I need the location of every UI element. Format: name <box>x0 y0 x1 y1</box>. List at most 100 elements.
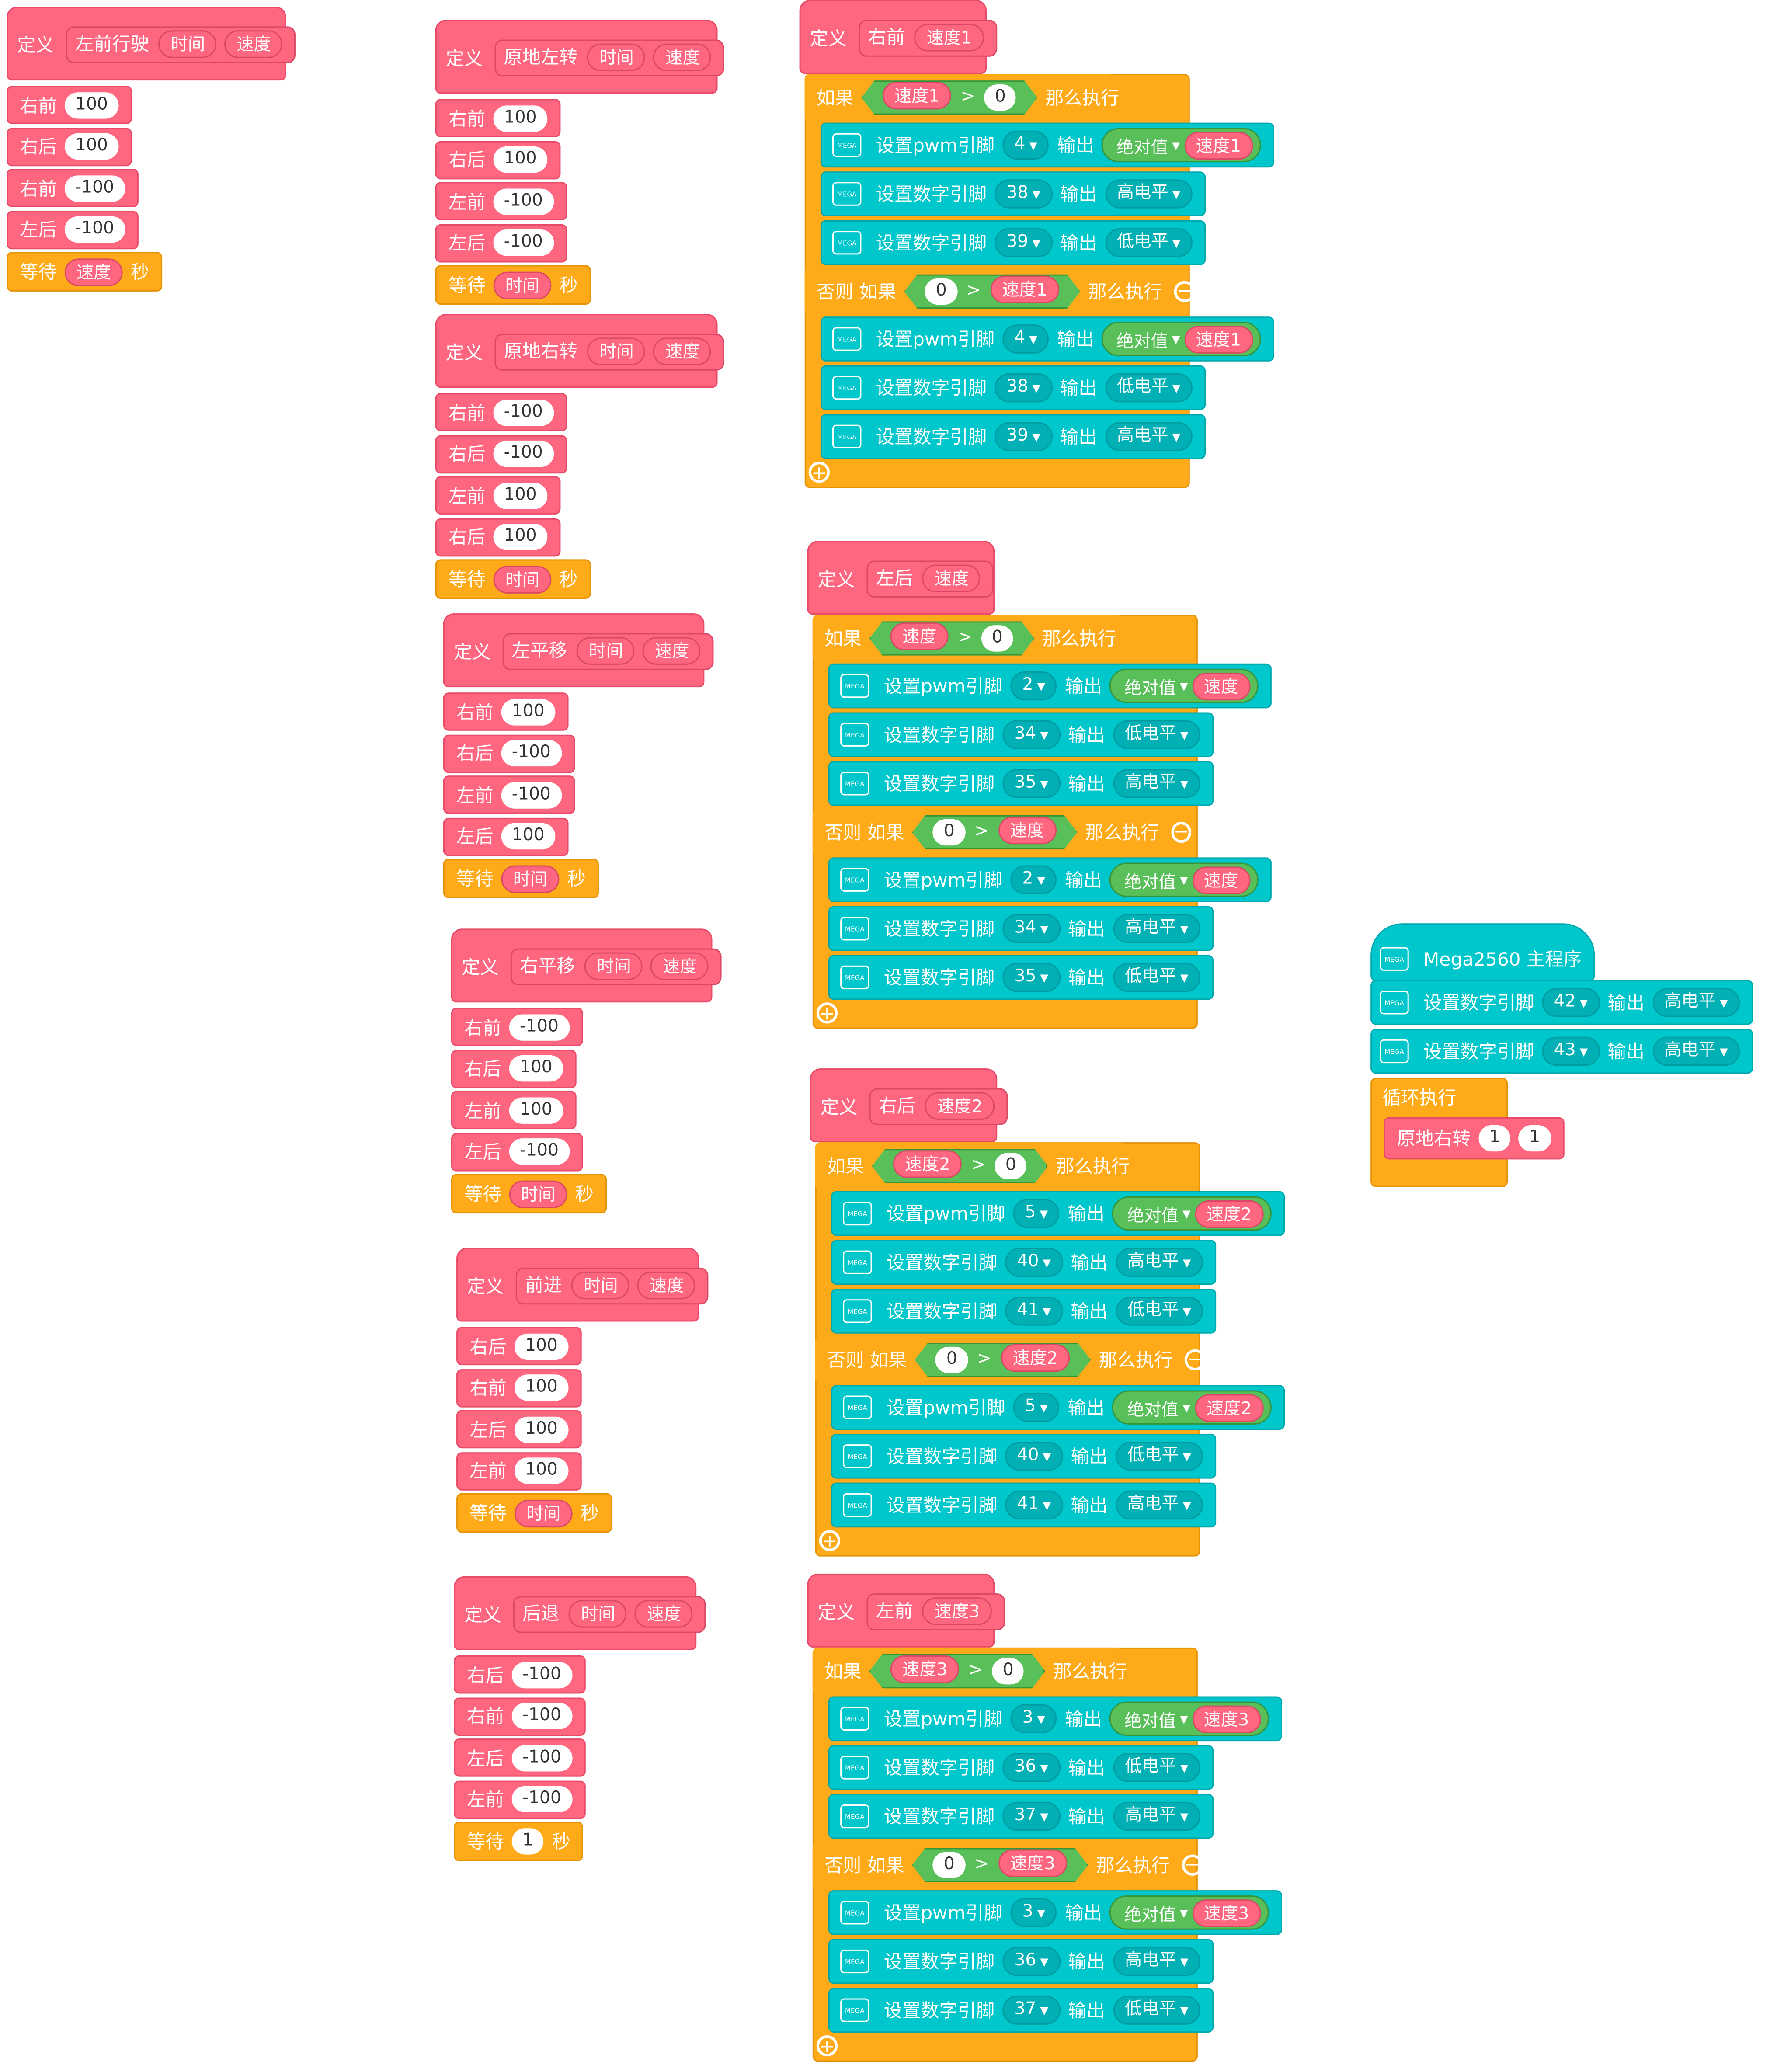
wait-param[interactable]: 时间 <box>501 864 560 893</box>
speed-value[interactable]: -100 <box>511 1661 572 1688</box>
level-dropdown[interactable]: 高电平▼ <box>1105 179 1193 209</box>
define-block-右前[interactable]: 定义右前 速度1 <box>799 0 997 74</box>
pin-dropdown[interactable]: 4▼ <box>1002 130 1050 160</box>
proc-name-左前[interactable]: 左前 速度3 <box>866 1593 1005 1630</box>
param-时间[interactable]: 时间 <box>585 952 643 980</box>
define-block-右后[interactable]: 定义右后 速度2 <box>810 1068 1008 1143</box>
param-速度1[interactable]: 速度1 <box>915 24 984 52</box>
zero-value[interactable]: 0 <box>933 819 965 845</box>
proc-name-右平移[interactable]: 右平移 时间速度 <box>510 948 723 986</box>
pin-dropdown[interactable]: 36▼ <box>1002 1947 1061 1976</box>
motor-call-左后[interactable]: 左后-100 <box>454 1738 585 1777</box>
speed-param[interactable]: 速度2 <box>1194 1199 1264 1227</box>
speed-value[interactable]: -100 <box>511 1786 572 1813</box>
pin-dropdown[interactable]: 38▼ <box>995 179 1053 209</box>
remove-branch-icon[interactable]: − <box>1171 821 1192 843</box>
motor-call-左前[interactable]: 左前-100 <box>443 775 575 814</box>
wait-param[interactable]: 时间 <box>493 271 552 299</box>
level-dropdown[interactable]: 高电平▼ <box>1105 422 1193 451</box>
motor-call-右前[interactable]: 右前-100 <box>435 393 567 431</box>
speed-value[interactable]: 100 <box>514 1457 569 1484</box>
abs-dropdown[interactable]: 绝对值▼速度1 <box>1102 322 1261 356</box>
speed-value[interactable]: -100 <box>493 399 553 426</box>
pin-dropdown[interactable]: 43▼ <box>1542 1036 1600 1066</box>
motor-call-左前[interactable]: 左前-100 <box>435 182 567 220</box>
param-速度[interactable]: 速度 <box>643 637 701 665</box>
param-时间[interactable]: 时间 <box>571 1271 630 1300</box>
speed-value[interactable]: 100 <box>493 104 547 132</box>
abs-dropdown[interactable]: 绝对值▼速度2 <box>1113 1390 1272 1425</box>
pin-dropdown[interactable]: 35▼ <box>1002 769 1061 798</box>
pin-dropdown[interactable]: 40▼ <box>1005 1442 1063 1471</box>
pin-dropdown[interactable]: 35▼ <box>1002 963 1061 992</box>
speed-param[interactable]: 速度3 <box>890 1655 960 1683</box>
param-速度[interactable]: 速度 <box>654 43 712 71</box>
compare-condition[interactable]: 速度3>0 <box>869 1654 1046 1688</box>
pin-dropdown[interactable]: 34▼ <box>1002 720 1061 749</box>
motor-call-右前[interactable]: 右前-100 <box>454 1697 585 1735</box>
level-dropdown[interactable]: 高电平▼ <box>1652 988 1740 1017</box>
speed-param[interactable]: 速度 <box>998 817 1056 844</box>
pin-dropdown[interactable]: 3▼ <box>1010 1898 1057 1927</box>
speed-value[interactable]: -100 <box>511 1744 572 1771</box>
param-时间[interactable]: 时间 <box>577 637 635 665</box>
remove-branch-icon[interactable]: − <box>1182 1854 1203 1876</box>
speed-param[interactable]: 速度3 <box>1192 1898 1261 1927</box>
level-dropdown[interactable]: 低电平▼ <box>1115 1442 1203 1471</box>
pin-dropdown[interactable]: 3▼ <box>1010 1704 1057 1733</box>
pin-dropdown[interactable]: 37▼ <box>1002 1996 1061 2025</box>
speed-param[interactable]: 速度 <box>1192 866 1250 894</box>
compare-condition[interactable]: 0>速度 <box>912 815 1077 849</box>
level-dropdown[interactable]: 高电平▼ <box>1113 914 1200 943</box>
define-block-左前[interactable]: 定义左前 速度3 <box>807 1573 1005 1648</box>
pin-dropdown[interactable]: 2▼ <box>1010 671 1057 701</box>
speed-param[interactable]: 速度1 <box>1184 131 1253 159</box>
level-dropdown[interactable]: 高电平▼ <box>1113 1801 1200 1831</box>
compare-condition[interactable]: 速度1>0 <box>861 80 1037 115</box>
speed-value[interactable]: 100 <box>493 146 547 173</box>
abs-dropdown[interactable]: 绝对值▼速度2 <box>1113 1196 1272 1231</box>
level-dropdown[interactable]: 高电平▼ <box>1115 1248 1203 1277</box>
speed-value[interactable]: 100 <box>501 823 555 850</box>
speed-value[interactable]: -100 <box>509 1013 570 1040</box>
param-时间[interactable]: 时间 <box>588 43 646 71</box>
speed-param[interactable]: 速度1 <box>1184 325 1253 353</box>
wait-block[interactable]: 等待时间秒 <box>451 1174 607 1214</box>
speed-value[interactable]: 100 <box>514 1333 569 1359</box>
speed-param[interactable]: 速度 <box>1192 672 1250 700</box>
level-dropdown[interactable]: 高电平▼ <box>1652 1036 1740 1066</box>
proc-name-原地左转[interactable]: 原地左转 时间速度 <box>494 39 725 77</box>
proc-name-前进[interactable]: 前进 时间速度 <box>515 1267 709 1305</box>
param-速度3[interactable]: 速度3 <box>922 1597 992 1625</box>
define-block-原地右转[interactable]: 定义原地右转 时间速度 <box>435 314 725 388</box>
speed-param[interactable]: 速度1 <box>883 82 952 109</box>
speed-value[interactable]: 100 <box>64 133 119 160</box>
compare-condition[interactable]: 0>速度1 <box>904 275 1080 309</box>
motor-call-右后[interactable]: 右后-100 <box>435 435 567 473</box>
pin-dropdown[interactable]: 39▼ <box>995 228 1053 257</box>
add-branch-icon[interactable]: + <box>816 1002 838 1024</box>
speed-value[interactable]: 100 <box>514 1374 569 1401</box>
proc-name-右后[interactable]: 右后 速度2 <box>869 1088 1008 1125</box>
define-block-右平移[interactable]: 定义右平移 时间速度 <box>451 928 723 1003</box>
speed-param[interactable]: 速度3 <box>998 1850 1067 1877</box>
